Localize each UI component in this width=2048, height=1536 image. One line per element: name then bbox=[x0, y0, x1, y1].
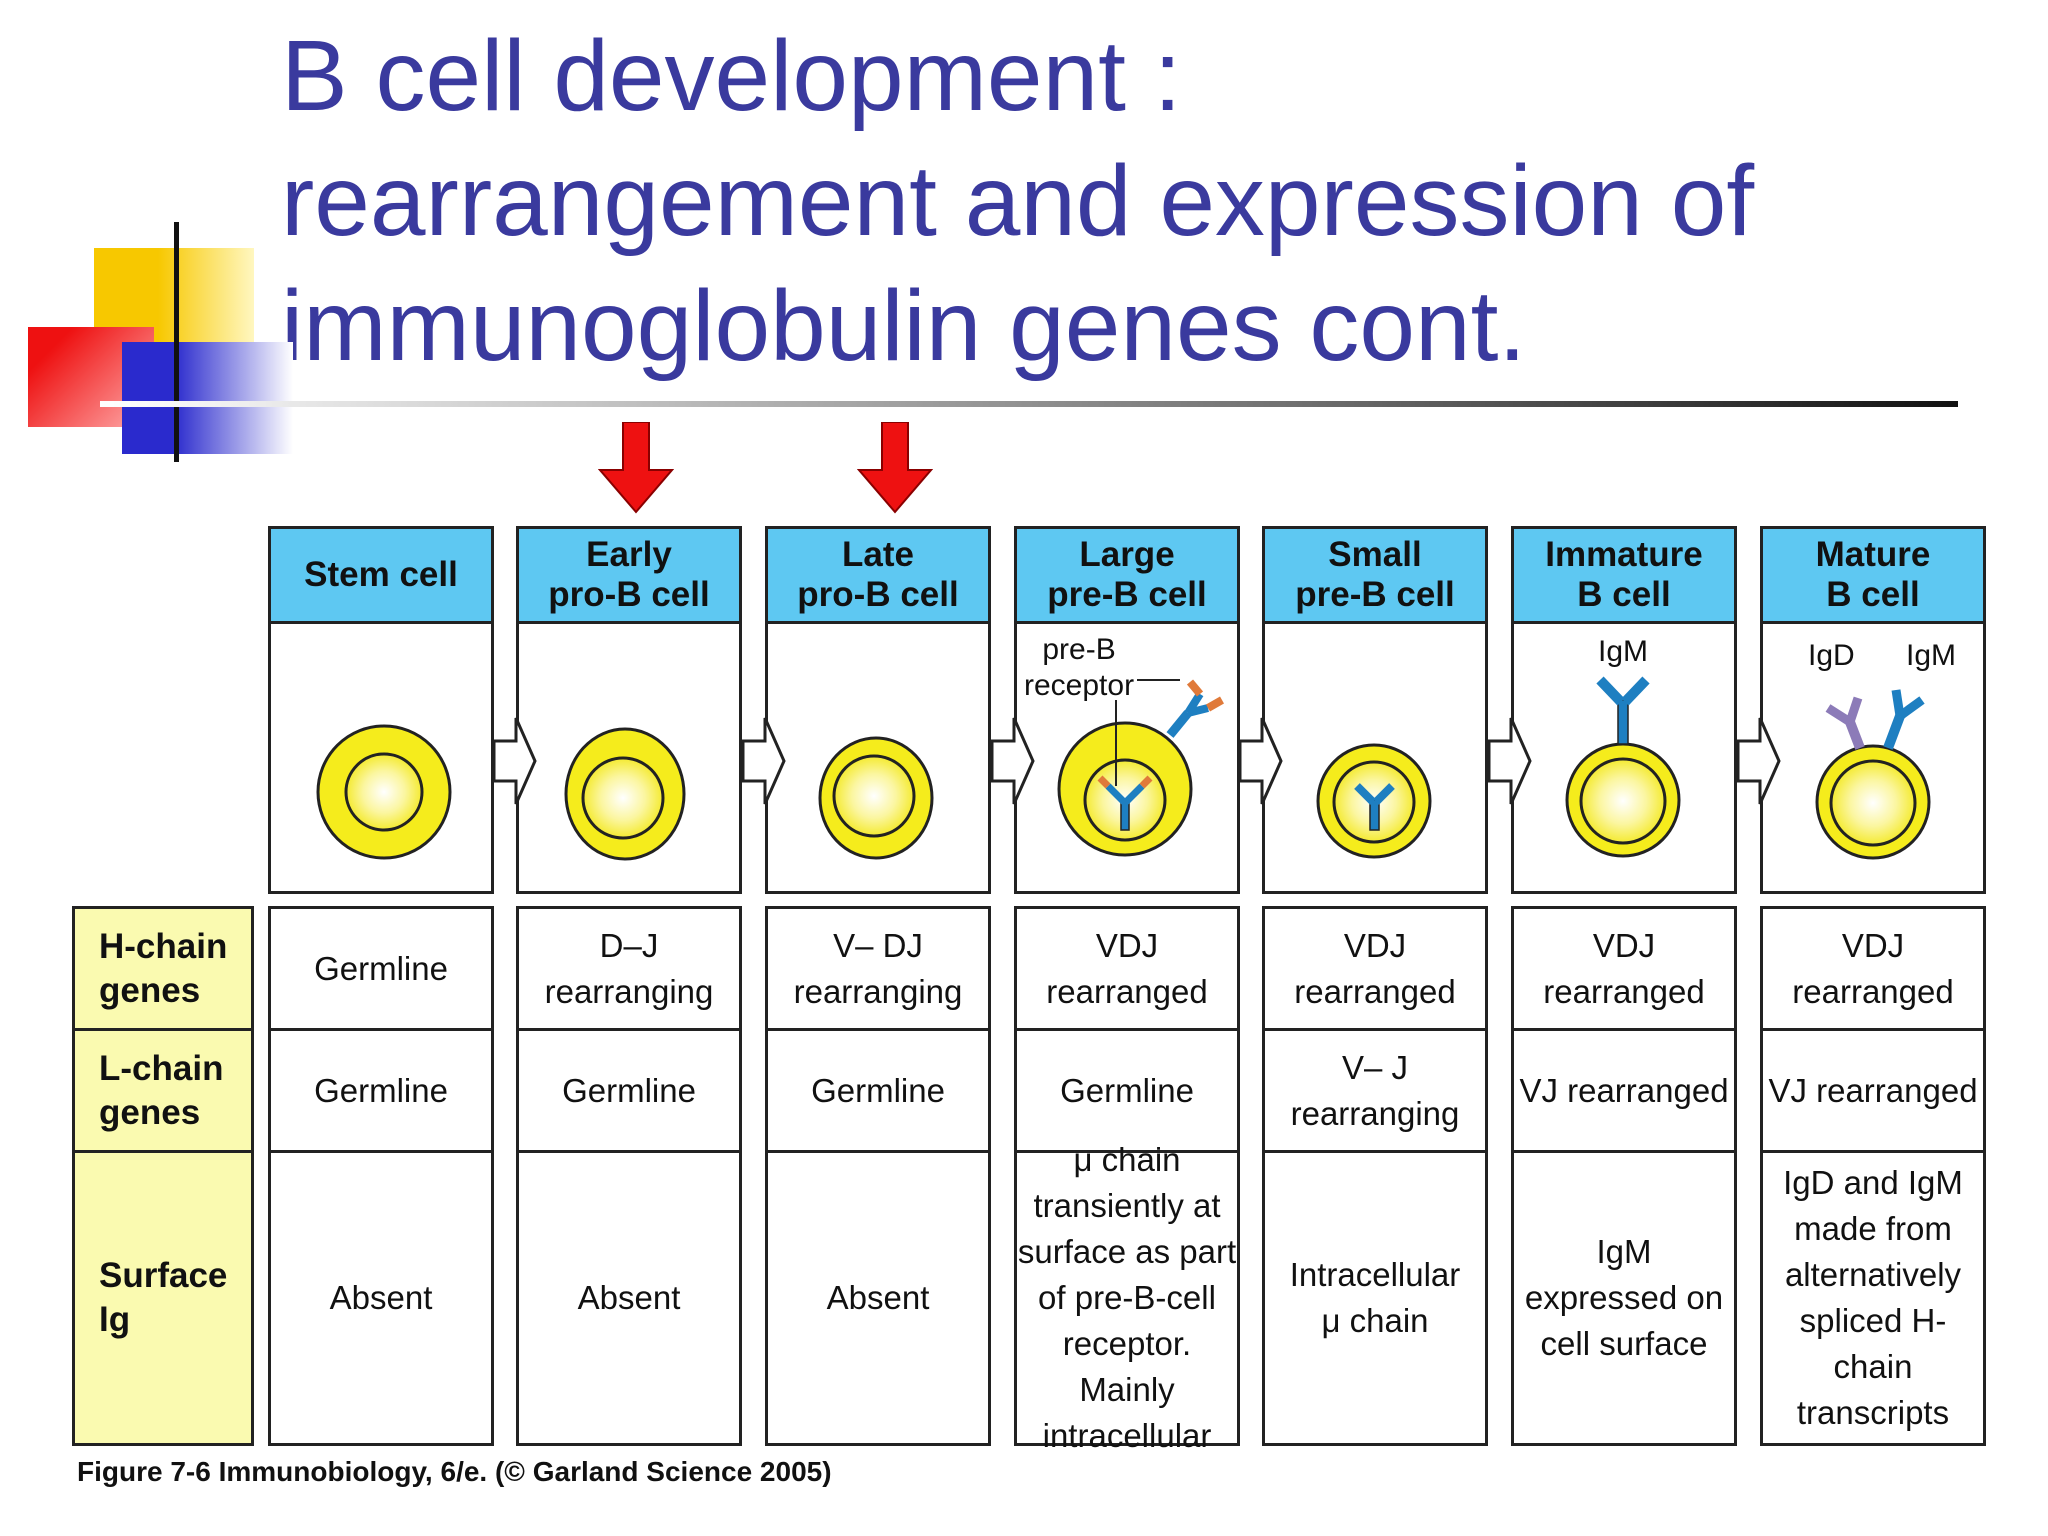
igm-label-mature: IgM bbox=[1906, 639, 1957, 672]
stage-arrow-3 bbox=[990, 717, 1035, 805]
header-mature-b-cell: Mature B cell bbox=[1760, 526, 1986, 624]
title-underline bbox=[100, 401, 1958, 407]
surface-ig-late-pro-b: Absent bbox=[765, 1150, 991, 1446]
igm-receptor-icon bbox=[1596, 676, 1650, 745]
stage-arrow-4 bbox=[1238, 717, 1283, 805]
intracellular-mu-chain-icon bbox=[1354, 783, 1395, 831]
decorative-squares bbox=[28, 222, 293, 462]
l-chain-immature-b: VJ rearranged bbox=[1511, 1028, 1737, 1153]
title-line-3: immunoglobulin genes cont. bbox=[281, 270, 1527, 382]
stem-cell-icon bbox=[316, 724, 452, 860]
stage-arrow-1 bbox=[492, 717, 537, 805]
igd-label-mature: IgD bbox=[1808, 639, 1855, 672]
mature-b-cell-icon bbox=[1815, 689, 1931, 860]
intracellular-pre-b-receptor-icon bbox=[1097, 775, 1153, 831]
early-pro-b-cell-icon bbox=[564, 727, 686, 861]
highlight-arrow-early-pro-b bbox=[598, 422, 674, 514]
l-chain-stem-cell: Germline bbox=[268, 1028, 494, 1153]
h-chain-large-pre-b: VDJ rearranged bbox=[1014, 906, 1240, 1031]
l-chain-early-pro-b: Germline bbox=[516, 1028, 742, 1153]
pre-b-receptor-label: pre-B receptor bbox=[1024, 633, 1135, 702]
h-chain-mature-b: VDJ rearranged bbox=[1760, 906, 1986, 1031]
l-chain-small-pre-b: V– J rearranging bbox=[1262, 1028, 1488, 1153]
large-pre-b-cell-icon bbox=[1057, 679, 1224, 857]
highlight-arrow-late-pro-b bbox=[857, 422, 933, 514]
header-stem-cell: Stem cell bbox=[268, 526, 494, 624]
igm-receptor-icon bbox=[1883, 689, 1925, 750]
h-chain-late-pro-b: V– DJ rearranging bbox=[765, 906, 991, 1031]
h-chain-small-pre-b: VDJ rearranged bbox=[1262, 906, 1488, 1031]
surface-ig-small-pre-b: Intracellular μ chain bbox=[1262, 1150, 1488, 1446]
stage-arrow-5 bbox=[1487, 717, 1532, 805]
small-pre-b-cell-icon bbox=[1316, 743, 1432, 859]
h-chain-stem-cell: Germline bbox=[268, 906, 494, 1031]
l-chain-large-pre-b: Germline bbox=[1014, 1028, 1240, 1153]
title-line-2: rearrangement and expression of bbox=[281, 145, 1755, 257]
surface-ig-immature-b: IgM expressed on cell surface bbox=[1511, 1150, 1737, 1446]
header-large-pre-b-cell: Large pre-B cell bbox=[1014, 526, 1240, 624]
surface-ig-large-pre-b: μ chain transiently at surface as part o… bbox=[1014, 1141, 1240, 1454]
title-line-1: B cell development : bbox=[281, 20, 1182, 132]
l-chain-mature-b: VJ rearranged bbox=[1760, 1028, 1986, 1153]
surface-ig-stem-cell: Absent bbox=[268, 1150, 494, 1446]
header-small-pre-b-cell: Small pre-B cell bbox=[1262, 526, 1488, 624]
header-late-pro-b-cell: Late pro-B cell bbox=[765, 526, 991, 624]
h-chain-early-pro-b: D–J rearranging bbox=[516, 906, 742, 1031]
stage-arrow-2 bbox=[741, 717, 786, 805]
stage-arrow-6 bbox=[1736, 717, 1781, 805]
late-pro-b-cell-icon bbox=[818, 736, 934, 860]
surface-ig-mature-b: IgD and IgM made from alternatively spli… bbox=[1760, 1150, 1986, 1446]
surface-pre-b-receptor-icon bbox=[1166, 679, 1224, 738]
igd-receptor-icon bbox=[1825, 696, 1865, 750]
l-chain-late-pro-b: Germline bbox=[765, 1028, 991, 1153]
header-immature-b-cell: Immature B cell bbox=[1511, 526, 1737, 624]
slide-title: B cell development : rearrangement and e… bbox=[281, 14, 1981, 389]
igm-label-immature: IgM bbox=[1598, 635, 1649, 668]
row-label-surface-ig: Surface Ig bbox=[72, 1150, 254, 1446]
h-chain-immature-b: VDJ rearranged bbox=[1511, 906, 1737, 1031]
figure-caption: Figure 7-6 Immunobiology, 6/e. (© Garlan… bbox=[77, 1456, 832, 1487]
surface-ig-early-pro-b: Absent bbox=[516, 1150, 742, 1446]
immature-b-cell-icon bbox=[1565, 676, 1681, 858]
row-label-h-chain-genes: H-chain genes bbox=[72, 906, 254, 1031]
row-label-l-chain-genes: L-chain genes bbox=[72, 1028, 254, 1153]
header-early-pro-b-cell: Early pro-B cell bbox=[516, 526, 742, 624]
